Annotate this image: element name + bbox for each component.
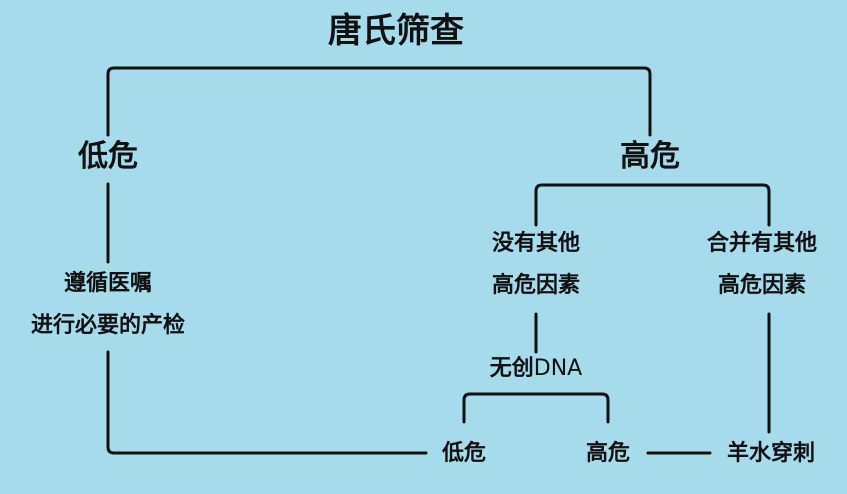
nipt-prefix: 无创 — [490, 356, 534, 381]
connector-title-to-branches — [106, 66, 652, 137]
amniocentesis-label: 羊水穿刺 — [727, 440, 815, 466]
no-other-factors-line1: 没有其他 — [492, 230, 580, 256]
connectors — [106, 66, 771, 455]
nipt-high-risk-label: 高危 — [586, 440, 630, 466]
connector-advice-to-nipt-low — [106, 350, 428, 455]
no-other-factors-line2: 高危因素 — [492, 272, 580, 298]
left-low-risk-label: 低危 — [77, 139, 138, 174]
diagram-title: 唐氏筛查 — [328, 11, 464, 51]
right-high-risk-label: 高危 — [620, 139, 680, 174]
connector-high-risk-split — [534, 183, 771, 227]
nipt-low-risk-label: 低危 — [441, 440, 486, 466]
with-other-factors-line1: 合并有其他 — [707, 230, 817, 256]
advice-line1: 遵循医嘱 — [64, 270, 152, 296]
nipt-label: 无创DNA — [490, 356, 582, 381]
advice-line2: 进行必要的产检 — [31, 312, 185, 338]
connector-nipt-split — [462, 392, 610, 424]
nipt-suffix: DNA — [534, 356, 582, 381]
with-other-factors-line2: 高危因素 — [718, 272, 806, 298]
